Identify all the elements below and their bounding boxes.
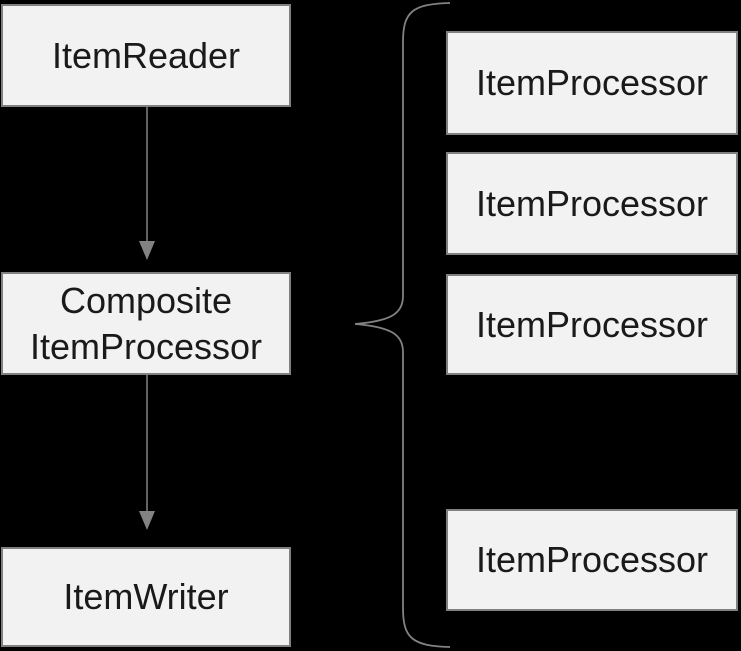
node-item-processor-1: ItemProcessor	[446, 31, 738, 135]
arrow-composite-to-writer-head-icon	[139, 511, 155, 530]
node-composite-item-processor-label: Composite ItemProcessor	[29, 279, 263, 367]
node-item-processor-2: ItemProcessor	[446, 152, 738, 255]
node-item-processor-3: ItemProcessor	[446, 274, 738, 375]
node-item-processor-2-label: ItemProcessor	[475, 182, 709, 224]
node-item-processor-3-label: ItemProcessor	[475, 303, 709, 345]
node-item-reader-label: ItemReader	[51, 34, 241, 76]
node-item-reader: ItemReader	[1, 4, 291, 107]
node-item-writer-label: ItemWriter	[63, 576, 229, 617]
node-item-processor-4: ItemProcessor	[446, 509, 738, 611]
arrow-reader-to-composite-head-icon	[139, 241, 155, 260]
delegates-brace-icon	[354, 2, 451, 648]
node-item-processor-4-label: ItemProcessor	[475, 539, 709, 580]
node-composite-item-processor: Composite ItemProcessor	[1, 272, 291, 375]
node-item-writer: ItemWriter	[1, 547, 291, 647]
node-item-processor-1-label: ItemProcessor	[475, 62, 709, 103]
